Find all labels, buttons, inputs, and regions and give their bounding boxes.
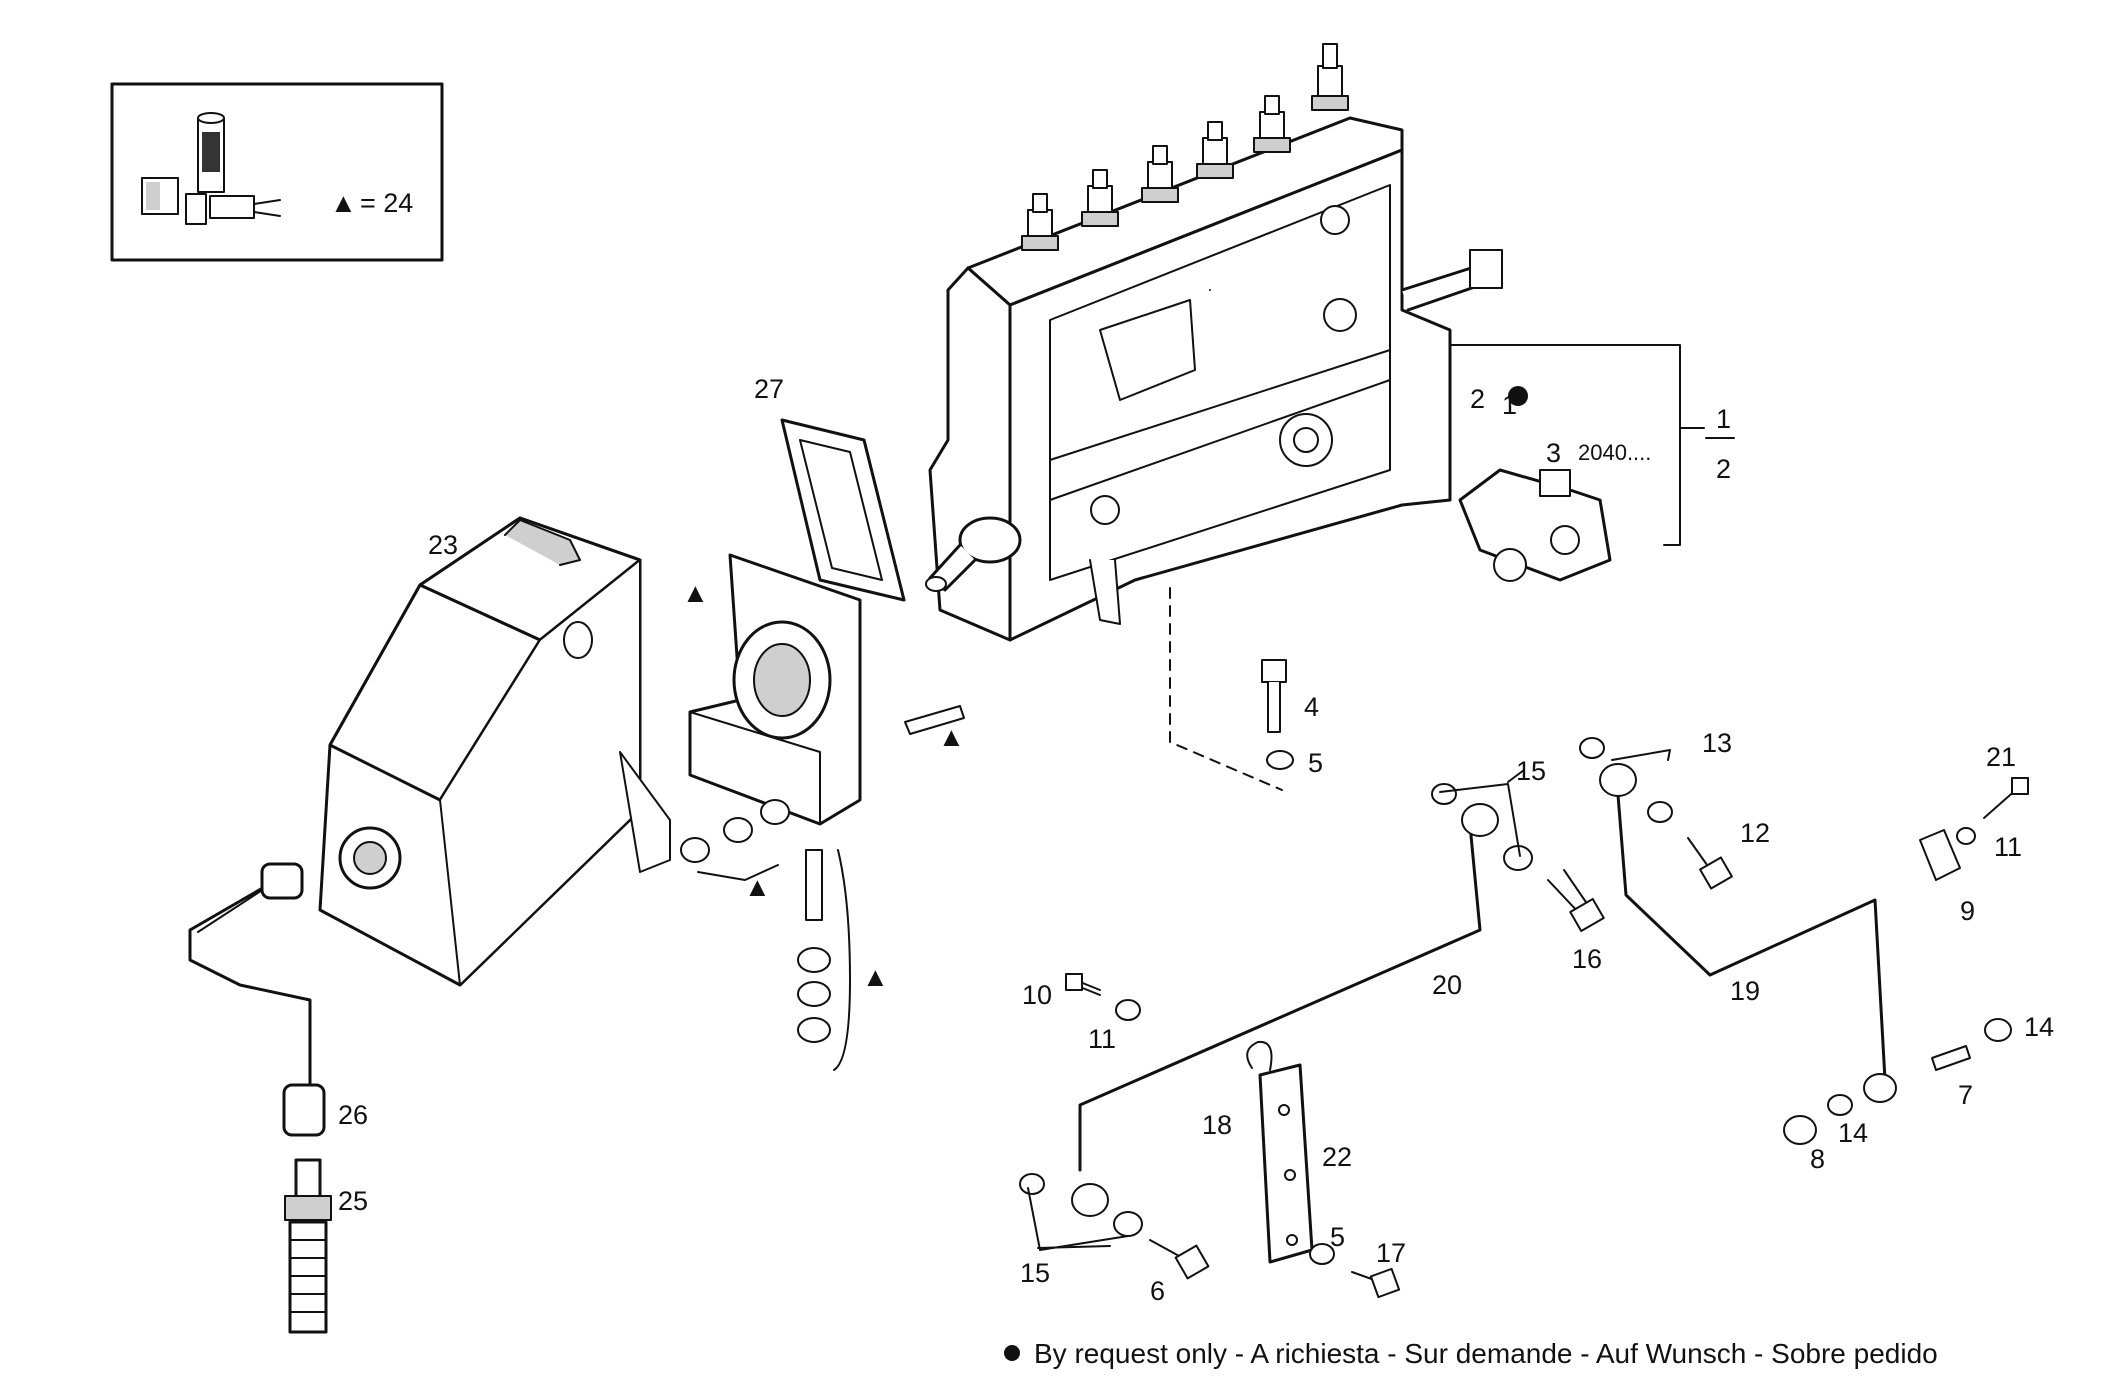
kit-marker-flange: ▲	[682, 578, 709, 608]
part-27-gasket-drawing	[780, 418, 906, 602]
callout-9: 9	[1960, 896, 1975, 926]
part-10-11-drawing	[1065, 973, 1141, 1021]
callout-21: 21	[1986, 742, 2016, 772]
injection-pump-drawing	[925, 43, 1503, 791]
inset-equals-24: = 24	[360, 188, 413, 218]
pipe-19-drawing	[1579, 737, 1897, 1103]
footnote: By request only - A richiesta - Sur dema…	[1004, 1338, 1938, 1370]
callout-bracket-1-2	[1449, 344, 1735, 546]
kit-contents-drawing	[141, 112, 281, 225]
callout-22: 22	[1322, 1142, 1352, 1172]
part-23-actuator-housing-drawing	[318, 516, 671, 987]
callout-4: 4	[1304, 692, 1319, 722]
footnote-text: By request only - A richiesta - Sur dema…	[1034, 1338, 1938, 1369]
callout-8: 8	[1810, 1144, 1825, 1174]
callout-5a: 5	[1308, 748, 1323, 778]
callout-7: 7	[1958, 1080, 1973, 1110]
stud-drawing	[904, 705, 965, 735]
callout-15b: 15	[1020, 1258, 1050, 1288]
inset-triangle-symbol: ▲	[330, 188, 357, 218]
callout-14b: 14	[1838, 1118, 1868, 1148]
kit-marker-stack: ▲	[862, 962, 889, 992]
part-18-22-bracket-drawing	[1246, 1040, 1401, 1299]
callout-11a: 11	[1088, 1024, 1116, 1054]
callout-3-code: 2040....	[1578, 440, 1651, 465]
callout-17: 17	[1376, 1238, 1406, 1268]
callout-27: 27	[754, 374, 784, 404]
callout-11b: 11	[1994, 832, 2022, 862]
callout-10: 10	[1022, 980, 1052, 1010]
callout-13: 13	[1702, 728, 1732, 758]
part-3-fitting-drawing	[1458, 468, 1612, 582]
callout-3: 3	[1546, 438, 1561, 468]
callout-1-fraction: 1	[1716, 404, 1731, 434]
right-small-parts-drawing	[1783, 777, 2029, 1145]
drive-shaft	[925, 516, 1022, 592]
by-request-dot-icon	[1004, 1344, 1020, 1361]
callout-26: 26	[338, 1100, 368, 1130]
callout-6: 6	[1150, 1276, 1165, 1306]
adapter-flange-drawing	[688, 553, 862, 826]
callout-19: 19	[1730, 976, 1760, 1006]
callout-12: 12	[1740, 818, 1770, 848]
part-26-25-cable-connector-drawing	[188, 862, 332, 1334]
callout-15a: 15	[1516, 756, 1546, 786]
callout-2: 2	[1470, 384, 1485, 414]
delivery-valve-fittings	[1021, 43, 1349, 251]
kit-inset: ▲ = 24	[110, 82, 444, 262]
part-4-5-screw-washer-drawing	[1261, 659, 1294, 770]
callout-16: 16	[1572, 944, 1602, 974]
callout-14a: 14	[2024, 1012, 2054, 1042]
callout-25: 25	[338, 1186, 368, 1216]
callout-2-fraction: 2	[1716, 454, 1731, 484]
pipe-20-drawing	[1019, 783, 1605, 1280]
washer-set-drawing	[680, 799, 851, 1071]
callout-18: 18	[1202, 1110, 1232, 1140]
by-request-dot-part-2	[1508, 386, 1528, 406]
callout-23: 23	[428, 530, 458, 560]
kit-marker-washers: ▲	[744, 872, 771, 902]
callout-20: 20	[1432, 970, 1462, 1000]
callout-5b: 5	[1330, 1222, 1345, 1252]
kit-marker-stud: ▲	[938, 722, 965, 752]
